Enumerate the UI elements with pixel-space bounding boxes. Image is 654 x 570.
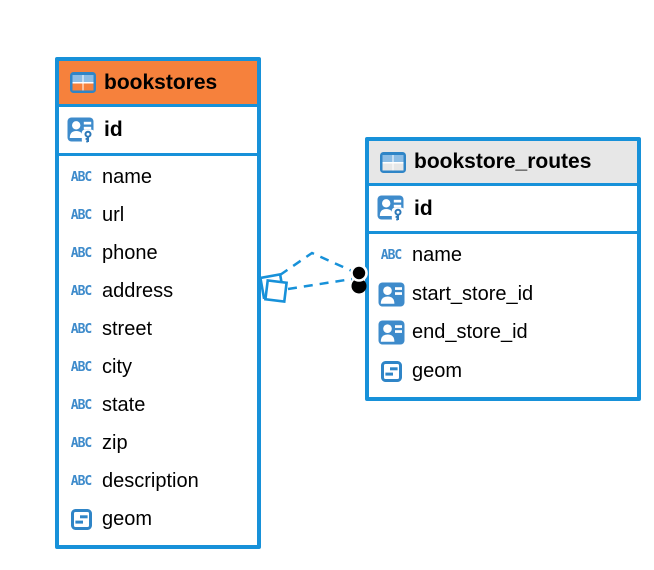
column-row[interactable]: ABC street — [59, 310, 257, 348]
column-row[interactable]: geom — [369, 352, 637, 391]
table-title: bookstore_routes — [414, 150, 592, 173]
column-name: address — [102, 279, 174, 302]
text-type-icon: ABC — [70, 245, 93, 261]
column-name: name — [412, 243, 463, 266]
column-row[interactable]: end_store_id — [369, 314, 637, 353]
text-type-icon: ABC — [70, 398, 93, 414]
table-icon — [380, 151, 406, 173]
table-title: bookstores — [104, 70, 218, 94]
column-row[interactable]: ABC phone — [59, 234, 257, 272]
table-header-bookstores[interactable]: bookstores — [59, 61, 257, 107]
relationship-line-lower[interactable] — [287, 277, 353, 291]
text-type-icon: ABC — [380, 247, 403, 263]
column-row[interactable]: ABC name — [369, 236, 637, 275]
column-row[interactable]: ABC city — [59, 348, 257, 386]
primary-key-name: id — [104, 118, 123, 141]
reference-column-icon — [376, 282, 406, 307]
column-name: end_store_id — [412, 321, 528, 344]
column-row[interactable]: ABC url — [59, 196, 257, 234]
column-row[interactable]: ABC address — [59, 272, 257, 310]
primary-key-icon — [377, 195, 406, 222]
column-row[interactable]: ABC description — [59, 463, 257, 501]
column-name: description — [102, 470, 199, 493]
column-name: geom — [412, 360, 463, 383]
column-row[interactable]: start_store_id — [369, 275, 637, 314]
column-row[interactable]: ABC name — [59, 158, 257, 196]
text-type-icon: ABC — [70, 207, 93, 223]
column-name: geom — [102, 508, 153, 531]
primary-key-row[interactable]: id — [369, 186, 637, 234]
column-name: phone — [102, 241, 158, 264]
column-row[interactable]: ABC state — [59, 387, 257, 425]
column-row[interactable]: ABC zip — [59, 425, 257, 463]
primary-key-name: id — [414, 196, 433, 220]
text-type-icon: ABC — [70, 436, 93, 452]
column-row[interactable]: geom — [59, 501, 257, 539]
text-type-icon: ABC — [70, 474, 93, 490]
column-name: state — [102, 394, 146, 417]
text-type-icon: ABC — [70, 360, 93, 376]
column-name: zip — [102, 432, 128, 455]
text-type-icon: ABC — [70, 169, 93, 185]
column-name: city — [102, 356, 132, 379]
geometry-type-icon — [66, 509, 96, 531]
relationship-line-upper[interactable] — [279, 251, 353, 277]
column-name: name — [102, 165, 153, 188]
primary-key-row[interactable]: id — [59, 107, 257, 156]
column-name: url — [102, 203, 125, 226]
table-header-bookstore-routes[interactable]: bookstore_routes — [369, 141, 637, 186]
text-type-icon: ABC — [70, 283, 93, 299]
text-type-icon: ABC — [70, 321, 93, 337]
reference-column-icon — [376, 320, 406, 345]
relationship-diamond-marker[interactable] — [258, 272, 289, 304]
geometry-type-icon — [376, 361, 406, 383]
column-name: start_store_id — [412, 282, 534, 305]
primary-key-icon — [67, 117, 96, 144]
table-icon — [70, 72, 96, 93]
column-name: street — [102, 317, 153, 340]
